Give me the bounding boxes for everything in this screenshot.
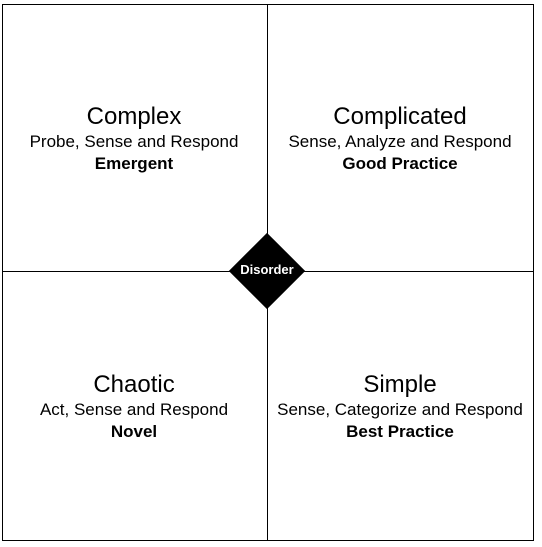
disorder-node: Disorder bbox=[228, 232, 306, 310]
quadrant-complex-practice: Emergent bbox=[94, 154, 174, 173]
quadrant-simple-practice: Best Practice bbox=[346, 422, 454, 441]
quadrant-simple-title: Simple bbox=[363, 371, 437, 398]
quadrant-complicated-practice: Good Practice bbox=[342, 154, 458, 173]
quadrant-chaotic-practice: Novel bbox=[110, 422, 158, 441]
quadrant-complex: Complex Probe, Sense and Respond Emergen… bbox=[1, 103, 267, 175]
quadrant-simple-method: Sense, Categorize and Respond bbox=[277, 400, 523, 419]
quadrant-complicated-title: Complicated bbox=[333, 103, 467, 130]
quadrant-chaotic: Chaotic Act, Sense and Respond Novel bbox=[1, 371, 267, 443]
quadrant-chaotic-method: Act, Sense and Respond bbox=[39, 400, 229, 419]
quadrant-complex-title: Complex bbox=[86, 103, 182, 130]
quadrant-simple: Simple Sense, Categorize and Respond Bes… bbox=[267, 371, 533, 443]
quadrant-complex-method: Probe, Sense and Respond bbox=[29, 132, 239, 151]
quadrant-complicated-method: Sense, Analyze and Respond bbox=[288, 132, 512, 151]
disorder-label: Disorder bbox=[240, 262, 294, 277]
diagram-frame bbox=[2, 4, 534, 541]
quadrant-chaotic-title: Chaotic bbox=[93, 371, 175, 398]
quadrant-complicated: Complicated Sense, Analyze and Respond G… bbox=[267, 103, 533, 175]
